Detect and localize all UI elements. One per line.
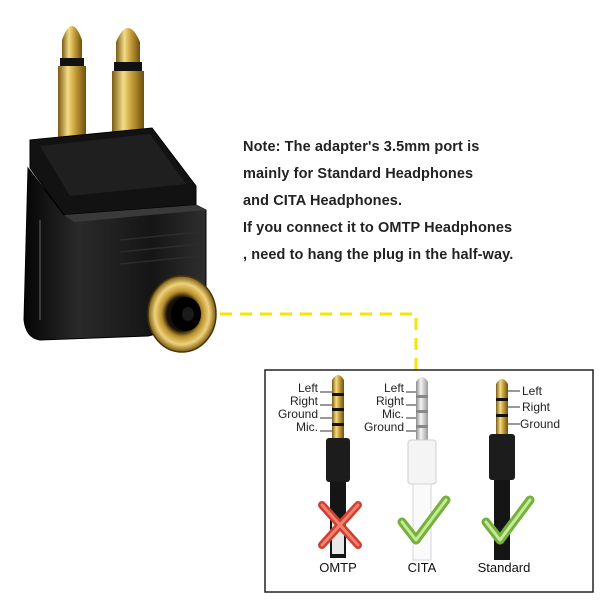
cross-mark-icon <box>318 501 362 549</box>
cita-caption: CITA <box>408 560 437 575</box>
omtp-label-mic: Mic. <box>296 420 318 434</box>
standard-label-right: Right <box>522 400 551 414</box>
check-mark-icon <box>397 495 451 545</box>
connector-line <box>220 312 418 372</box>
note-line: Note: The adapter's 3.5mm port is <box>243 139 480 155</box>
standard-label-left: Left <box>522 384 543 398</box>
audio-port-3-5mm <box>147 275 217 353</box>
omtp-label-ground: Ground <box>278 407 318 421</box>
cita-plug <box>406 377 437 561</box>
cita-label-left: Left <box>384 381 405 395</box>
note-line: and CITA Headphones. <box>243 193 403 209</box>
cita-label-mic: Mic. <box>382 407 404 421</box>
standard-caption: Standard <box>478 560 531 575</box>
omtp-label-left: Left <box>298 381 319 395</box>
headphone-comparison-panel: Left Right Ground Mic. OMTP Left Right M… <box>264 369 594 593</box>
airline-adapter <box>23 26 217 353</box>
compatibility-note: Note: The adapter's 3.5mm port is mainly… <box>243 134 593 269</box>
note-line: mainly for Standard Headphones <box>243 166 474 182</box>
note-line: If you connect it to OMTP Headphones <box>243 220 513 236</box>
standard-label-ground: Ground <box>520 417 560 431</box>
note-line: , need to hang the plug in the half-way. <box>243 247 514 263</box>
cita-label-ground: Ground <box>364 420 404 434</box>
cita-label-right: Right <box>376 394 405 408</box>
omtp-caption: OMTP <box>319 560 357 575</box>
check-mark-icon <box>481 495 535 545</box>
adapter-pin-left <box>58 26 86 138</box>
omtp-label-right: Right <box>290 394 319 408</box>
